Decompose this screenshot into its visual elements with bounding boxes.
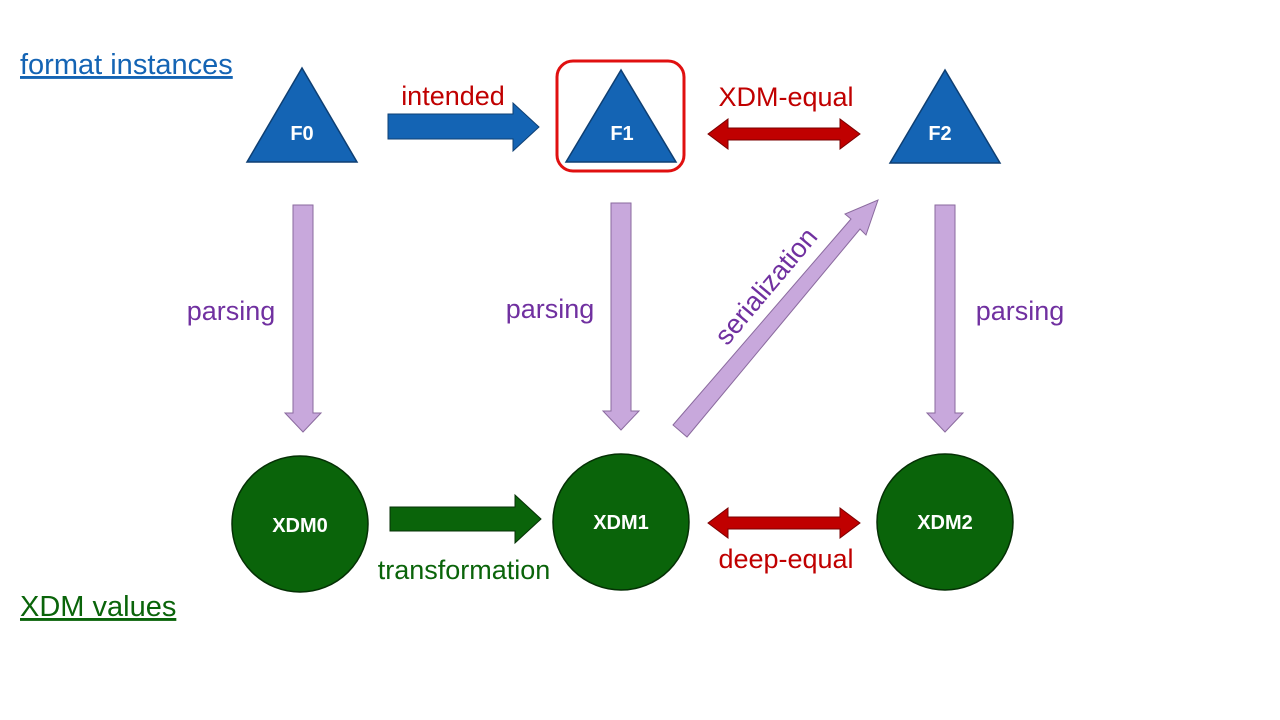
xdm-node-xdm0: XDM0	[231, 455, 369, 593]
label-parsing-0: parsing	[187, 296, 276, 326]
format-node-f2-label: F2	[928, 123, 951, 145]
format-node-f0-label: F0	[290, 123, 313, 145]
label-transformation: transformation	[378, 555, 551, 585]
label-parsing-2: parsing	[976, 296, 1065, 326]
xdm-node-xdm0-label: XDM0	[272, 515, 328, 537]
arrow-parsing-1	[601, 202, 641, 431]
label-intended: intended	[401, 81, 505, 111]
format-node-f1-label: F1	[610, 123, 633, 145]
label-xdm-equal: XDM-equal	[718, 82, 853, 112]
arrow-deep-equal	[707, 507, 861, 539]
heading-xdm-values: XDM values	[20, 591, 176, 623]
arrow-parsing-0	[283, 204, 323, 433]
label-deep-equal: deep-equal	[718, 544, 853, 574]
xdm-node-xdm2-label: XDM2	[917, 512, 973, 534]
format-node-f0: F0	[245, 66, 359, 163]
arrow-intended	[387, 101, 540, 153]
format-node-f1: F1	[564, 68, 678, 163]
label-parsing-1: parsing	[506, 294, 595, 324]
heading-format-instances: format instances	[20, 49, 233, 81]
arrow-transformation	[389, 493, 542, 545]
xdm-node-xdm1: XDM1	[552, 453, 690, 591]
xdm-node-xdm2: XDM2	[876, 453, 1014, 591]
xdm-node-xdm1-label: XDM1	[593, 512, 649, 534]
arrow-serialization	[672, 199, 879, 438]
arrow-xdm-equal	[707, 118, 861, 150]
arrow-parsing-2	[925, 204, 965, 433]
format-node-f2: F2	[888, 68, 1002, 164]
highlight-box-f1	[555, 59, 686, 173]
